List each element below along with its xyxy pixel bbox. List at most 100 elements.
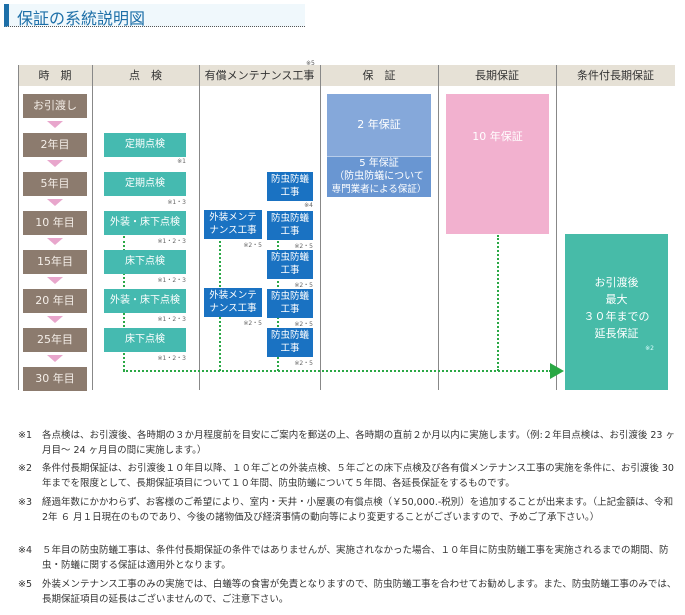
down-arrow-icon	[47, 121, 63, 128]
label: ３０年までの	[583, 310, 650, 323]
extended-note: ※2	[645, 345, 654, 352]
header-conditional-warranty: 条件付長期保証	[556, 65, 675, 86]
header-inspection: 点 検	[92, 65, 199, 86]
arrow-right-icon	[550, 363, 564, 379]
inspection-note: ※1・2・3	[157, 277, 186, 284]
label: 最大	[605, 293, 628, 306]
label: 専門業者による保証）	[331, 184, 427, 195]
inspection-15y: 床下点検	[104, 250, 186, 274]
label: （防虫防蟻について	[334, 171, 424, 182]
footnote-key: ※2	[18, 463, 33, 474]
label: 工事	[280, 187, 300, 198]
conditional-extended-warranty: お引渡後 最大 ３０年までの 延長保証 ※2	[565, 234, 668, 390]
label: 防虫防蟻	[270, 174, 309, 185]
label: 外装メンテ	[209, 212, 257, 223]
footnote-1: ※1 各点検は、お引渡後、各時期の３か月程度前を目安にご案内を郵送の上、各時期の直…	[18, 428, 678, 458]
maintenance-note: ※2・5	[243, 320, 262, 327]
warranty-5-year: 5 年保証 （防虫防蟻について 専門業者による保証）	[327, 156, 431, 197]
inspection-25y: 床下点検	[104, 328, 186, 352]
termite-note: ※4	[304, 202, 313, 209]
divider	[199, 65, 200, 390]
header-warranty: 保 証	[320, 65, 438, 86]
footnote-text: 各点検は、お引渡後、各時期の３か月程度前を目安にご案内を郵送の上、各時期の直前２…	[42, 430, 675, 456]
title-text: 保証の系統説明図	[17, 9, 146, 28]
down-arrow-icon	[47, 160, 63, 167]
termite-work-10y: 防虫防蟻工事	[267, 211, 313, 240]
exterior-maintenance-20y: 外装メンテナンス工事	[204, 288, 262, 317]
divider	[320, 65, 321, 390]
inspection-2y: 定期点検	[104, 133, 186, 157]
label: 工事	[280, 343, 300, 354]
period-25y: 25年目	[23, 328, 87, 352]
footnote-key: ※1	[18, 430, 33, 441]
footnote-key: ※5	[18, 579, 33, 590]
divider	[556, 65, 557, 390]
inspection-note: ※1・2・3	[157, 316, 186, 323]
divider	[438, 65, 439, 390]
divider	[18, 65, 19, 390]
label: 防虫防蟻	[270, 213, 309, 224]
label: 工事	[280, 304, 300, 315]
termite-note: ※2・5	[294, 282, 313, 289]
long-warranty-10-year: 10 年保証	[446, 94, 549, 234]
inspection-10y: 外装・床下点検	[104, 211, 186, 235]
footnote-key: ※3	[18, 497, 33, 508]
period-2y: 2年目	[23, 133, 87, 157]
label: 防虫防蟻	[270, 291, 309, 302]
footnote-text: ５年目の防虫防蟻工事は、条件付長期保証の条件ではありませんが、実施されなかった場…	[42, 545, 669, 571]
termite-work-5y: 防虫防蟻工事	[267, 172, 313, 201]
inspection-5y: 定期点検	[104, 172, 186, 196]
period-20y: 20 年目	[23, 289, 87, 313]
period-15y: 15年目	[23, 250, 87, 274]
down-arrow-icon	[47, 277, 63, 284]
label: 外装メンテ	[209, 290, 257, 301]
header-period: 時 期	[18, 65, 92, 86]
inspection-20y: 外装・床下点検	[104, 289, 186, 313]
period-handover: お引渡し	[23, 94, 87, 118]
termite-note: ※2・5	[294, 321, 313, 328]
divider	[92, 65, 93, 390]
maintenance-note: ※2・5	[243, 242, 262, 249]
label: 5 年保証	[359, 158, 399, 169]
label: 防虫防蟻	[270, 252, 309, 263]
header-long-warranty: 長期保証	[438, 65, 556, 86]
down-arrow-icon	[47, 316, 63, 323]
label: お引渡後	[594, 276, 639, 289]
down-arrow-icon	[47, 199, 63, 206]
label: 工事	[280, 265, 300, 276]
dotted-connector	[497, 235, 499, 371]
label: ナンス工事	[209, 303, 257, 314]
termite-work-15y: 防虫防蟻工事	[267, 250, 313, 279]
warranty-2-year: 2 年保証	[327, 94, 431, 156]
page-title: 保証の系統説明図	[4, 4, 305, 28]
termite-note: ※2・5	[294, 360, 313, 367]
termite-work-20y: 防虫防蟻工事	[267, 289, 313, 318]
inspection-note: ※1・2・3	[157, 238, 186, 245]
period-10y: 10 年目	[23, 211, 87, 235]
termite-work-25y: 防虫防蟻工事	[267, 328, 313, 357]
exterior-maintenance-10y: 外装メンテナンス工事	[204, 210, 262, 239]
label: 工事	[280, 226, 300, 237]
inspection-note: ※1	[177, 158, 186, 165]
footnote-text: 経過年数にかかわらず、お客様のご希望により、室内・天井・小屋裏の有償点検（￥50…	[42, 497, 674, 523]
down-arrow-icon	[47, 355, 63, 362]
header-paid-maintenance: 有償メンテナンス工事	[199, 65, 320, 86]
down-arrow-icon	[47, 238, 63, 245]
termite-note: ※2・5	[294, 243, 313, 250]
inspection-note: ※1・2・3	[157, 355, 186, 362]
footnote-3: ※3 経過年数にかかわらず、お客様のご希望により、室内・天井・小屋裏の有償点検（￥…	[18, 495, 678, 525]
header-note: ※5	[306, 60, 315, 67]
footnote-text: 外装メンテナンス工事のみの実施では、白蟻等の食害が免責となりますので、防虫防蟻工…	[42, 579, 677, 605]
period-5y: 5年目	[23, 172, 87, 196]
label: ナンス工事	[209, 225, 257, 236]
label: 防虫防蟻	[270, 330, 309, 341]
label: 延長保証	[594, 327, 639, 340]
footnote-5: ※5 外装メンテナンス工事のみの実施では、白蟻等の食害が免責となりますので、防虫防…	[18, 577, 678, 607]
footnote-2: ※2 条件付長期保証は、お引渡後１０年目以降、１０年ごとの外装点検、５年ごとの床下…	[18, 461, 678, 491]
period-30y: 30 年目	[23, 367, 87, 391]
footnote-text: 条件付長期保証は、お引渡後１０年目以降、１０年ごとの外装点検、５年ごとの床下点検…	[42, 463, 674, 489]
inspection-note: ※1・3	[167, 199, 186, 206]
dotted-connector	[123, 370, 551, 372]
